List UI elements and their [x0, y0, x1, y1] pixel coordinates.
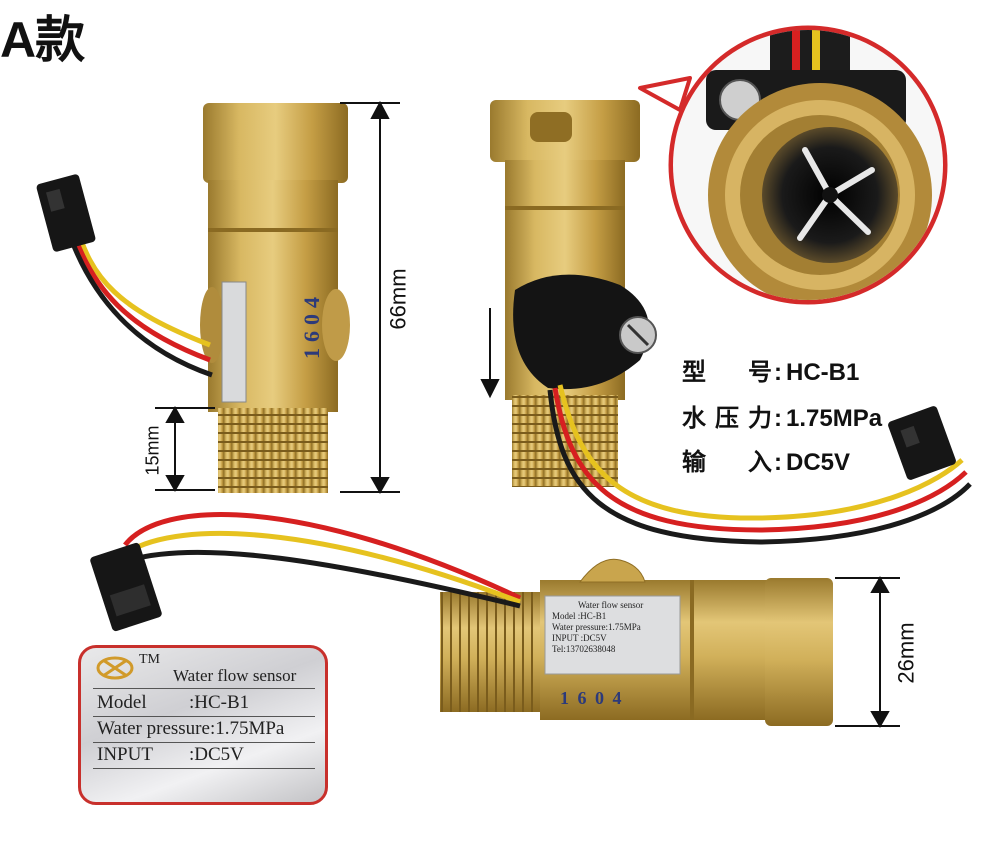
wire-harness-2 — [547, 384, 972, 545]
sensor-horizontal-view — [440, 558, 833, 726]
dimension-label-height: 66mm — [385, 268, 411, 330]
label-pressure: Water pressure:1.75MPa — [97, 718, 285, 739]
label-product-name: Water flow sensor — [173, 666, 297, 685]
flow-direction-arrow — [480, 308, 500, 399]
spec-value: HC-B1 — [786, 359, 860, 386]
spec-label: 输 入 — [682, 449, 772, 476]
small-label-product: Water flow sensor — [578, 600, 644, 610]
dimension-15mm — [155, 405, 215, 493]
dimension-26mm — [835, 575, 900, 729]
wire-harness-1 — [36, 174, 213, 378]
small-label-pressure: Water pressure:1.75MPa — [552, 622, 641, 632]
spec-value: 1.75MPa — [786, 405, 883, 432]
label-model-key: Model — [97, 692, 147, 713]
small-label-model: Model :HC-B1 — [552, 611, 607, 621]
spec-label: 水压力 — [682, 405, 772, 432]
spec-row-pressure: 水压力:1.75MPa — [682, 398, 882, 433]
small-label-input: INPUT :DC5V — [552, 633, 607, 643]
small-label-tel: Tel:13702638048 — [552, 644, 616, 654]
tm-mark: TM — [139, 652, 160, 667]
spec-row-input: 输 入:DC5V — [682, 442, 850, 477]
wire-harness-3 — [90, 512, 522, 632]
sensor-front-view — [200, 103, 350, 493]
body-stamp-horizontal: 1 6 0 4 — [560, 688, 624, 708]
page-title: A款 — [0, 12, 85, 68]
sensor-label-card: TM Water flow sensor Model :HC-B1 Water … — [78, 645, 328, 805]
body-stamp-vertical: 1604 — [299, 291, 324, 359]
sensor-side-view — [490, 100, 657, 487]
small-sensor-label: Water flow sensor Model :HC-B1 Water pre… — [552, 600, 643, 655]
dimension-66mm — [340, 100, 400, 495]
dimension-label-diameter: 26mm — [893, 622, 919, 684]
label-model-value: :HC-B1 — [189, 692, 250, 713]
label-input-value: :DC5V — [189, 744, 244, 765]
zoom-detail-circle — [638, 25, 948, 305]
dimension-label-thread: 15mm — [142, 425, 163, 476]
spec-row-model: 型 号:HC-B1 — [682, 352, 859, 387]
label-input-key: INPUT — [97, 744, 153, 765]
spec-value: DC5V — [786, 449, 851, 476]
brand-logo-icon — [96, 656, 134, 680]
spec-label: 型 号 — [682, 359, 772, 386]
